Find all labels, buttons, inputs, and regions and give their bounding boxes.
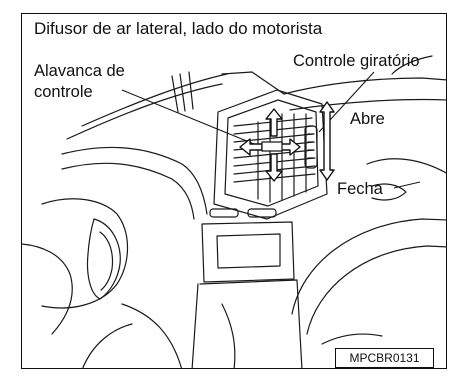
dash-line: [81, 73, 228, 127]
vent-lever: [261, 141, 283, 152]
arrow-up: [265, 108, 283, 137]
label-control-lever-line1: Alavanca de: [34, 62, 125, 80]
label-control-lever-line2: controle: [34, 83, 93, 101]
rotary-knob: [304, 125, 318, 169]
figure-code: MPCBR0131: [335, 348, 434, 368]
console-panel: [201, 221, 295, 283]
open-close-arrow: [319, 101, 335, 181]
label-close: Fecha: [337, 180, 383, 198]
arrow-down: [265, 153, 283, 182]
vent-illustration: [22, 55, 446, 368]
diagram-title: Difusor de ar lateral, lado do motorista: [34, 19, 323, 38]
diagram-frame: Difusor de ar lateral, lado do motorista…: [21, 13, 447, 369]
vent-housing: [213, 89, 328, 220]
label-open: Abre: [350, 110, 385, 128]
leader-line-lever: [121, 89, 255, 145]
label-rotary-control: Controle giratório: [293, 52, 420, 70]
door-handle: [86, 218, 121, 300]
storage-tray: [216, 233, 281, 269]
steering-wheel: [291, 218, 446, 315]
